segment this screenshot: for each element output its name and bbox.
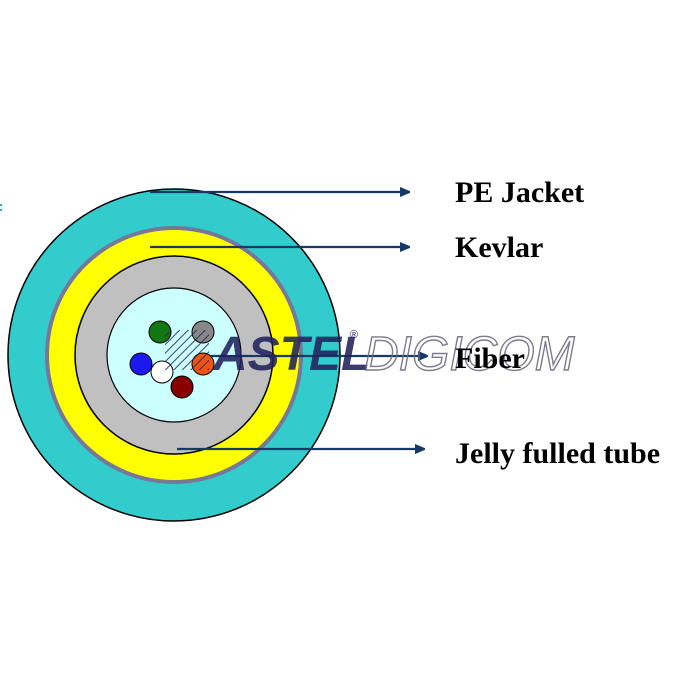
edge-speck	[0, 204, 2, 211]
kevlar-label: Kevlar	[455, 231, 543, 264]
fiber-blue	[129, 352, 153, 376]
watermark-brand-primary: ASTEL	[212, 328, 370, 381]
watermark-registered-mark: ®	[350, 329, 358, 341]
jelly-tube-label: Jelly fulled tube	[455, 437, 660, 470]
fiber-dark-red	[170, 375, 194, 399]
fiber-label: Fiber	[455, 342, 525, 375]
watermark-logo-mark	[165, 330, 209, 370]
brand-watermark: ASTEL ® DIGICOM	[165, 327, 575, 382]
watermark-brand-secondary: DIGICOM	[364, 328, 575, 381]
pe-jacket-label: PE Jacket	[455, 176, 584, 209]
